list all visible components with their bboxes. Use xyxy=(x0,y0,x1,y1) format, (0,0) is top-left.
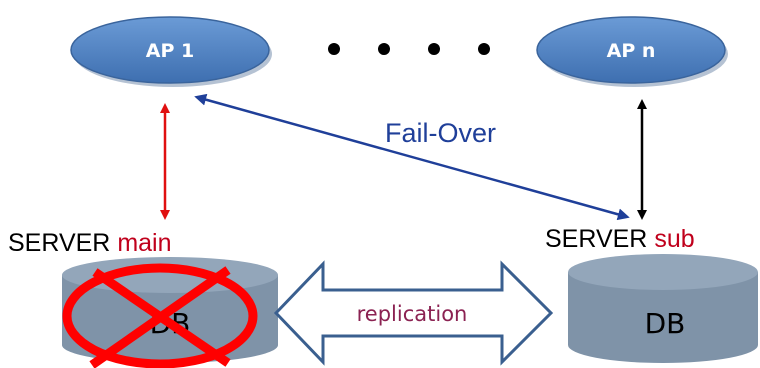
server-sub-label: SERVER sub xyxy=(545,225,695,253)
ap-1-node: AP 1 xyxy=(70,16,272,87)
server-main-prefix: SERVER xyxy=(8,229,117,257)
ap-1-label: AP 1 xyxy=(146,40,194,62)
server-main-label: SERVER main xyxy=(8,229,172,257)
ellipsis-dots xyxy=(328,43,490,55)
replication-label: replication xyxy=(357,302,468,326)
fault-cross-icon xyxy=(62,263,258,368)
failover-label: Fail-Over xyxy=(385,118,496,148)
server-sub-suffix: sub xyxy=(654,225,694,253)
failover-arrow xyxy=(194,93,630,221)
server-sub-prefix: SERVER xyxy=(545,225,654,253)
replication-arrow: replication xyxy=(273,260,554,366)
server-main-suffix: main xyxy=(117,229,171,257)
ap-n-node: AP n xyxy=(536,16,728,87)
ap-n-label: AP n xyxy=(607,40,656,62)
db-sub-label: DB xyxy=(645,307,686,340)
db-sub-cylinder: DB xyxy=(568,254,758,363)
